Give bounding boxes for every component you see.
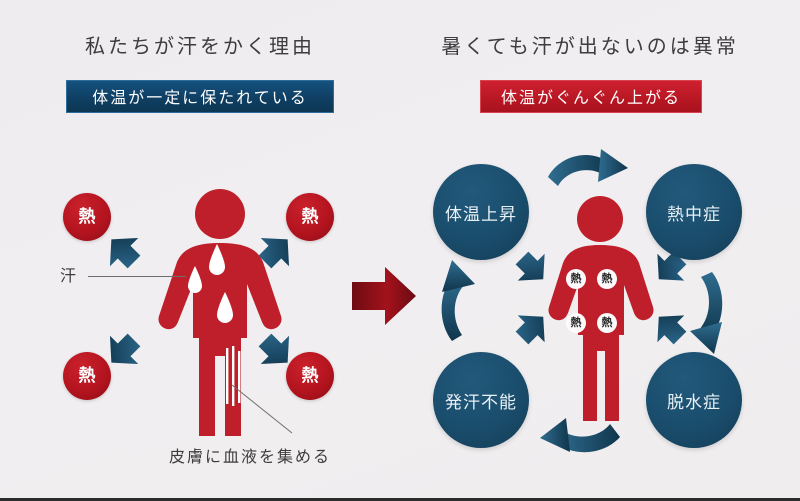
heat-badge-bottom-left: 熱 bbox=[63, 352, 111, 400]
blood-leader-line bbox=[231, 384, 293, 434]
cycle-arrow-left bbox=[441, 260, 475, 341]
left-panel-title: 私たちが汗をかく理由 bbox=[85, 34, 315, 58]
cycle-node-label: 脱水症 bbox=[667, 392, 721, 413]
heat-badge-label: 熱 bbox=[301, 207, 319, 227]
body-heat-badge-1: 熱 bbox=[566, 269, 586, 289]
body-heat-badge-4: 熱 bbox=[597, 313, 617, 333]
cycle-node-label: 熱中症 bbox=[667, 204, 721, 225]
cycle-node-heatstroke[interactable]: 熱中症 bbox=[646, 164, 742, 260]
heat-badge-label: 熱 bbox=[78, 207, 96, 227]
left-human-figure bbox=[158, 189, 282, 436]
cycle-node-label: 体温上昇 bbox=[445, 204, 517, 225]
body-heat-badge-2: 熱 bbox=[597, 269, 617, 289]
left-panel-banner: 体温が一定に保たれている bbox=[66, 80, 334, 113]
heat-badge-label: 熱 bbox=[78, 366, 96, 386]
body-heat-label: 熱 bbox=[570, 272, 582, 285]
heat-badge-label: 熱 bbox=[301, 366, 319, 386]
right-panel-title: 暑くても汗が出ないのは異常 bbox=[441, 34, 739, 58]
cycle-node-temperature-rise[interactable]: 体温上昇 bbox=[433, 164, 529, 260]
body-heat-badge-3: 熱 bbox=[566, 313, 586, 333]
cycle-node-dehydration[interactable]: 脱水症 bbox=[646, 352, 742, 448]
heat-badge-top-right: 熱 bbox=[286, 193, 334, 241]
cycle-arrow-top bbox=[548, 149, 628, 186]
cycle-arrow-bottom bbox=[540, 418, 620, 453]
body-heat-label: 熱 bbox=[601, 316, 613, 329]
body-heat-label: 熱 bbox=[570, 316, 582, 329]
cycle-arrow-right bbox=[690, 272, 723, 354]
right-human-figure bbox=[548, 196, 654, 421]
left-panel-caption: 皮膚に血液を集める bbox=[169, 447, 332, 466]
cycle-node-label: 発汗不能 bbox=[445, 392, 517, 413]
sweat-label: 汗 bbox=[60, 266, 78, 285]
heat-badge-bottom-right: 熱 bbox=[286, 352, 334, 400]
cycle-node-no-sweating[interactable]: 発汗不能 bbox=[433, 352, 529, 448]
sweat-leader-line bbox=[88, 276, 186, 277]
center-right-arrow-icon bbox=[352, 267, 416, 325]
heat-badge-top-left: 熱 bbox=[63, 193, 111, 241]
right-panel-banner: 体温がぐんぐん上がる bbox=[480, 80, 702, 113]
body-heat-label: 熱 bbox=[601, 272, 613, 285]
